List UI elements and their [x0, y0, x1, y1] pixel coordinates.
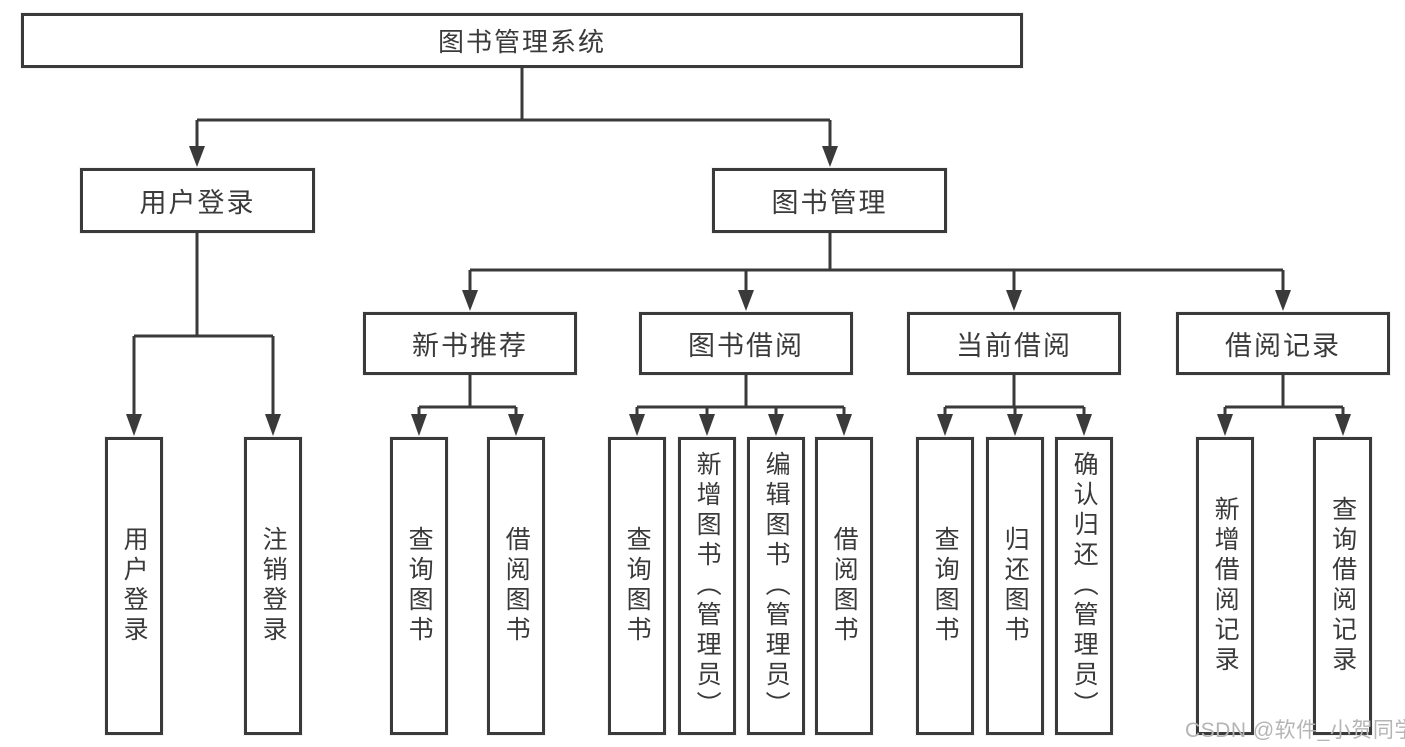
leaf-query-borrow-record: 查询借阅记录 [1313, 437, 1372, 735]
leaf-label: 借阅图书 [830, 526, 859, 646]
node-book-borrow: 图书借阅 [639, 312, 853, 375]
leaf-query-books-borrow: 查询图书 [608, 437, 666, 735]
leaf-label: 查询图书 [623, 526, 652, 646]
leaf-edit-book-admin: 编辑图书（管理员） [747, 437, 805, 735]
root-node-library-system: 图书管理系统 [21, 13, 1023, 68]
node-new-book-recommend: 新书推荐 [363, 312, 577, 375]
leaf-confirm-return-admin: 确认归还（管理员） [1055, 437, 1113, 735]
leaf-label: 新增借阅记录 [1211, 496, 1240, 676]
leaf-label: 用户登录 [120, 526, 149, 646]
leaf-label: 确认归还（管理员） [1070, 451, 1099, 721]
csdn-watermark: CSDN @软件_小贺同学 [1185, 719, 1405, 742]
leaf-label: 编辑图书（管理员） [762, 451, 791, 721]
leaf-return-books: 归还图书 [986, 437, 1044, 735]
node-current-borrow: 当前借阅 [907, 312, 1121, 375]
leaf-label: 查询借阅记录 [1328, 496, 1357, 676]
leaf-query-books-recommend: 查询图书 [390, 437, 448, 735]
leaf-label: 查询图书 [405, 526, 434, 646]
leaf-label: 新增图书（管理员） [693, 451, 722, 721]
leaf-user-login: 用户登录 [105, 437, 163, 735]
leaf-label: 查询图书 [931, 526, 960, 646]
node-borrow-records: 借阅记录 [1176, 312, 1390, 375]
leaf-add-borrow-record: 新增借阅记录 [1196, 437, 1254, 735]
leaf-label: 归还图书 [1001, 526, 1030, 646]
leaf-query-books-current: 查询图书 [916, 437, 974, 735]
leaf-label: 注销登录 [259, 526, 288, 646]
leaf-borrow-books: 借阅图书 [815, 437, 873, 735]
leaf-label: 借阅图书 [502, 526, 531, 646]
node-user-login: 用户登录 [80, 168, 315, 233]
leaf-logout-login: 注销登录 [244, 437, 302, 735]
node-book-management: 图书管理 [712, 168, 947, 233]
leaf-add-book-admin: 新增图书（管理员） [678, 437, 736, 735]
leaf-borrow-books-recommend: 借阅图书 [487, 437, 545, 735]
